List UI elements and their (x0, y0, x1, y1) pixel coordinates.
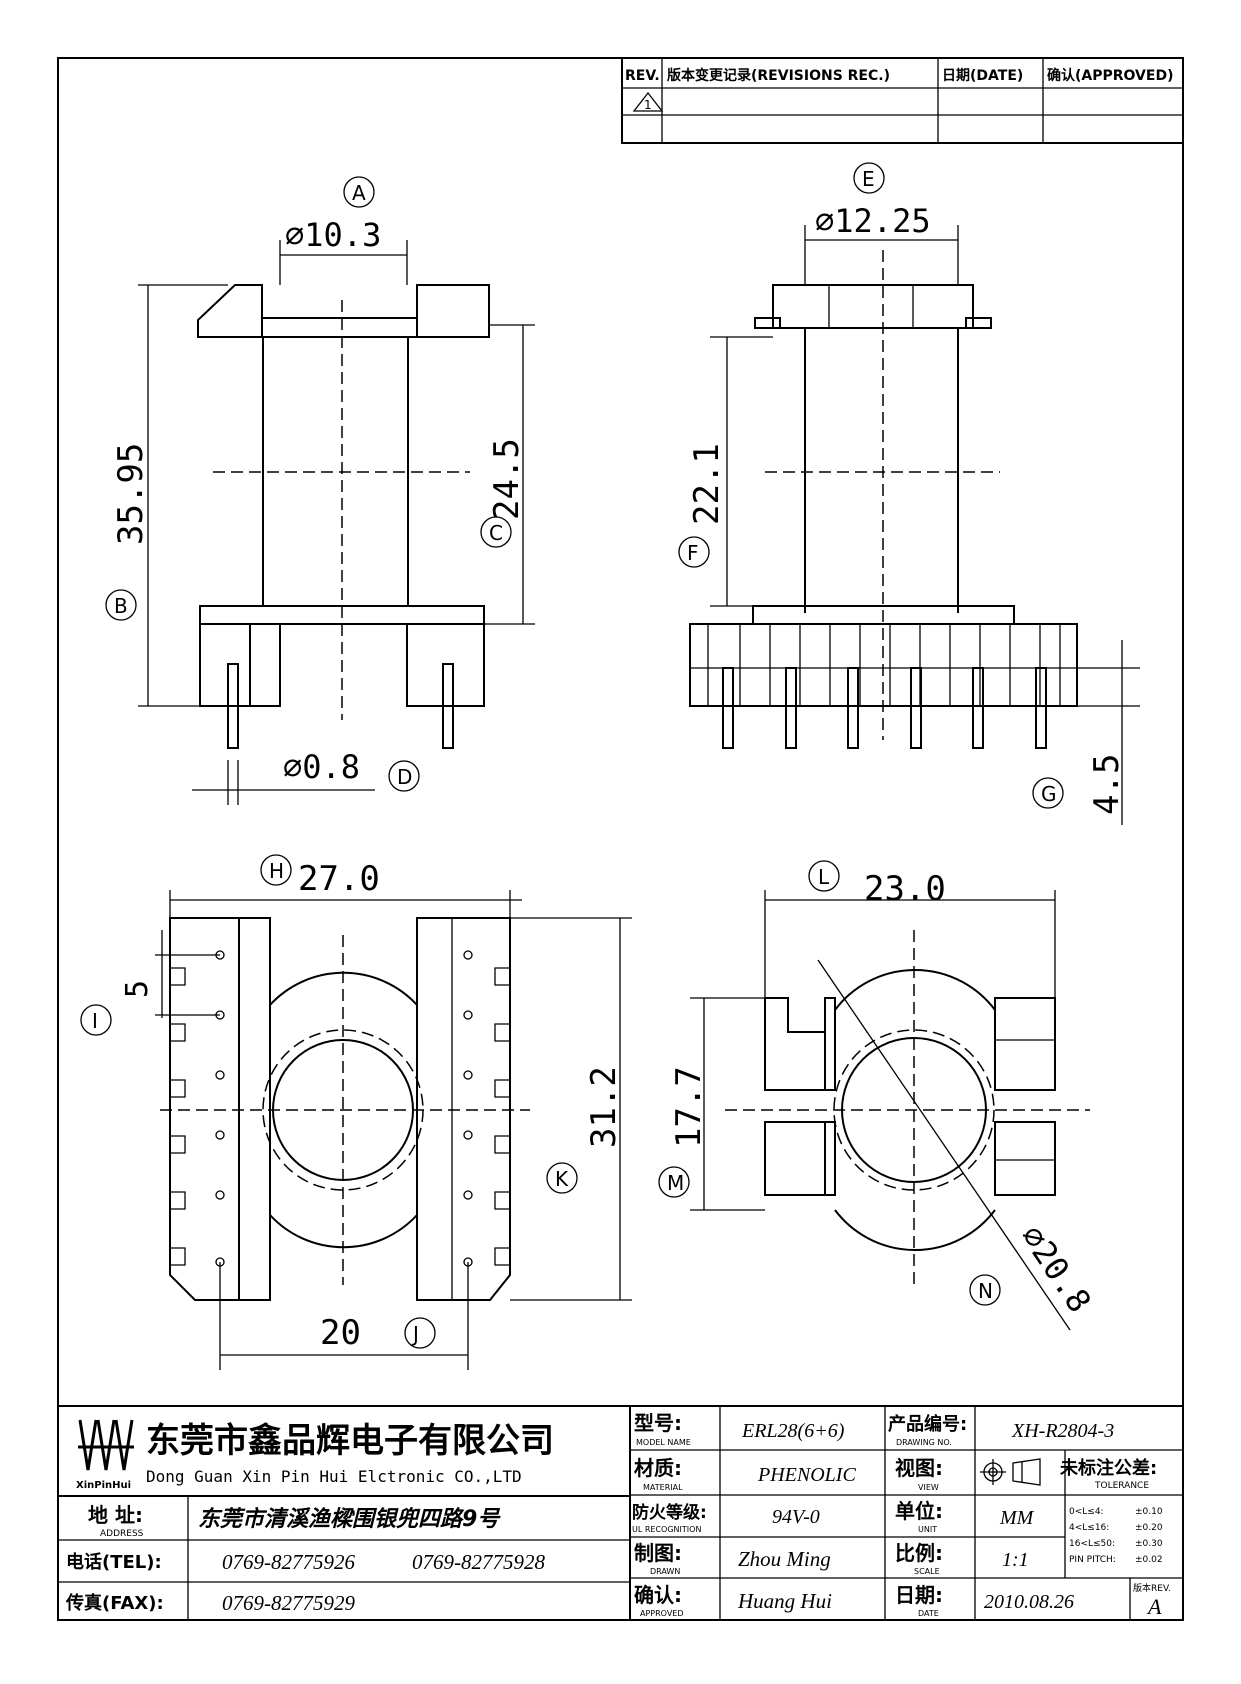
tolerance-value-2: ±0.20 (1135, 1523, 1163, 1533)
model-label-en: MODEL NAME (636, 1438, 691, 1447)
dim-a-label: A (352, 181, 366, 205)
company-logo: XinPinHui (76, 1419, 134, 1491)
dim-j-label: J (411, 1322, 419, 1346)
dim-f-label: F (687, 541, 699, 565)
tel-value-1: 0769-82775926 (222, 1550, 355, 1574)
scale-value: 1:1 (1002, 1549, 1029, 1571)
tolerance-range-1: 0<L≤4: (1069, 1507, 1104, 1517)
tolerance-value-1: ±0.10 (1135, 1507, 1163, 1517)
approved-label: 确认: (634, 1583, 682, 1607)
dim-l-value: 23.0 (864, 869, 946, 909)
drawn-label: 制图: (634, 1541, 682, 1565)
company-name-en: Dong Guan Xin Pin Hui Elctronic CO.,LTD (146, 1467, 522, 1486)
view-label-en: VIEW (918, 1483, 939, 1492)
date-label-en: DATE (918, 1609, 939, 1618)
dim-l-label: L (818, 865, 830, 889)
tolerance-label-en: TOLERANCE (1094, 1481, 1149, 1491)
fax-label: 传真(FAX): (65, 1592, 164, 1614)
dim-g-value: 4.5 (1087, 754, 1127, 815)
tel-value-2: 0769-82775928 (412, 1550, 545, 1574)
company-name-cn: 东莞市鑫品辉电子有限公司 (146, 1421, 554, 1461)
dim-i-label: I (92, 1009, 98, 1033)
dim-d-value: ⌀0.8 (283, 748, 360, 786)
dim-d-label: D (397, 765, 412, 789)
tolerance-value-4: ±0.02 (1135, 1555, 1163, 1565)
dim-h-label: H (269, 859, 284, 883)
revision-triangle-number: 1 (644, 98, 652, 112)
rev-value: A (1146, 1594, 1162, 1619)
unit-label-en: UNIT (918, 1525, 937, 1534)
approved-header: 确认(APPROVED) (1047, 67, 1173, 84)
revision-table: REV. 版本变更记录(REVISIONS REC.) 日期(DATE) 确认(… (621, 57, 1184, 144)
fire-value: 94V-0 (772, 1506, 820, 1528)
tolerance-label: 未标注公差: (1060, 1457, 1157, 1479)
front-view: A ⌀10.3 35.95 B 24.5 C ⌀0.8 D (105, 176, 535, 805)
dim-b-label: B (114, 594, 128, 618)
model-label: 型号: (634, 1411, 682, 1435)
material-label-en: MATERIAL (643, 1483, 683, 1492)
rev-label: 版本REV. (1133, 1582, 1171, 1594)
dim-c-label: C (489, 521, 503, 545)
tolerance-range-4: PIN PITCH: (1069, 1555, 1116, 1565)
revisions-header: 版本变更记录(REVISIONS REC.) (667, 67, 890, 84)
drawn-label-en: DRAWN (650, 1567, 680, 1576)
dim-a-value: ⌀10.3 (285, 216, 381, 254)
dim-n-label: N (978, 1279, 993, 1303)
view-label: 视图: (895, 1456, 943, 1480)
material-value: PHENOLIC (757, 1464, 856, 1486)
drawing-no-label-en: DRAWING NO. (896, 1438, 952, 1447)
unit-label: 单位: (895, 1499, 943, 1523)
scale-label-en: SCALE (914, 1567, 940, 1576)
dim-m-value: 17.7 (669, 1066, 709, 1148)
dim-i-value: 5 (120, 980, 155, 998)
dim-g-label: G (1041, 782, 1057, 806)
fire-label: 防火等级: (632, 1502, 707, 1523)
rev-header: REV. (625, 68, 660, 84)
tolerance-range-3: 16<L≤50: (1069, 1539, 1115, 1549)
dim-e-label: E (862, 167, 875, 191)
model-value: ERL28(6+6) (741, 1420, 845, 1442)
date-value: 2010.08.26 (984, 1591, 1074, 1613)
fire-label-en: UL RECOGNITION (632, 1525, 701, 1534)
top-view: L 23.0 17.7 M N ⌀20.8 (658, 860, 1099, 1331)
address-value: 东莞市清溪渔樑围银兜四路9号 (198, 1506, 501, 1532)
dim-k-label: K (555, 1167, 569, 1191)
title-block: XinPinHui 东莞市鑫品辉电子有限公司 Dong Guan Xin Pin… (57, 1405, 1184, 1621)
revision-triangle-icon (632, 91, 664, 112)
side-view: E ⌀12.25 22.1 F 4.5 G (678, 162, 1140, 825)
scale-label: 比例: (895, 1541, 943, 1565)
material-label: 材质: (634, 1456, 682, 1480)
projection-symbol-icon (980, 1458, 1041, 1486)
drawing-no-label: 产品编号: (888, 1413, 967, 1435)
drawn-value: Zhou Ming (738, 1547, 831, 1571)
date-header: 日期(DATE) (942, 68, 1023, 84)
tel-label: 电话(TEL): (66, 1551, 162, 1573)
approved-label-en: APPROVED (640, 1609, 684, 1618)
dim-b-value: 35.95 (111, 443, 151, 545)
bottom-view: H 27.0 5 I 20 J 31.2 K (80, 854, 632, 1370)
dim-h-value: 27.0 (298, 859, 380, 899)
logo-text: XinPinHui (76, 1480, 131, 1491)
dim-f-value: 22.1 (687, 443, 727, 525)
drawing-no-value: XH-R2804-3 (1011, 1420, 1114, 1442)
fax-value: 0769-82775929 (222, 1591, 355, 1615)
dim-n-value: ⌀20.8 (1013, 1218, 1098, 1319)
approved-value: Huang Hui (737, 1589, 832, 1613)
address-label: 地 址: (88, 1503, 143, 1527)
dim-e-value: ⌀12.25 (815, 202, 931, 240)
dim-k-value: 31.2 (584, 1066, 624, 1148)
date-label: 日期: (895, 1583, 943, 1607)
tolerance-value-3: ±0.30 (1135, 1539, 1163, 1549)
address-label-en: ADDRESS (100, 1529, 144, 1539)
dim-j-value: 20 (320, 1313, 361, 1353)
tolerance-range-2: 4<L≤16: (1069, 1523, 1109, 1533)
unit-value: MM (999, 1507, 1035, 1529)
dim-m-label: M (667, 1171, 684, 1195)
dim-c-value: 24.5 (487, 438, 527, 520)
